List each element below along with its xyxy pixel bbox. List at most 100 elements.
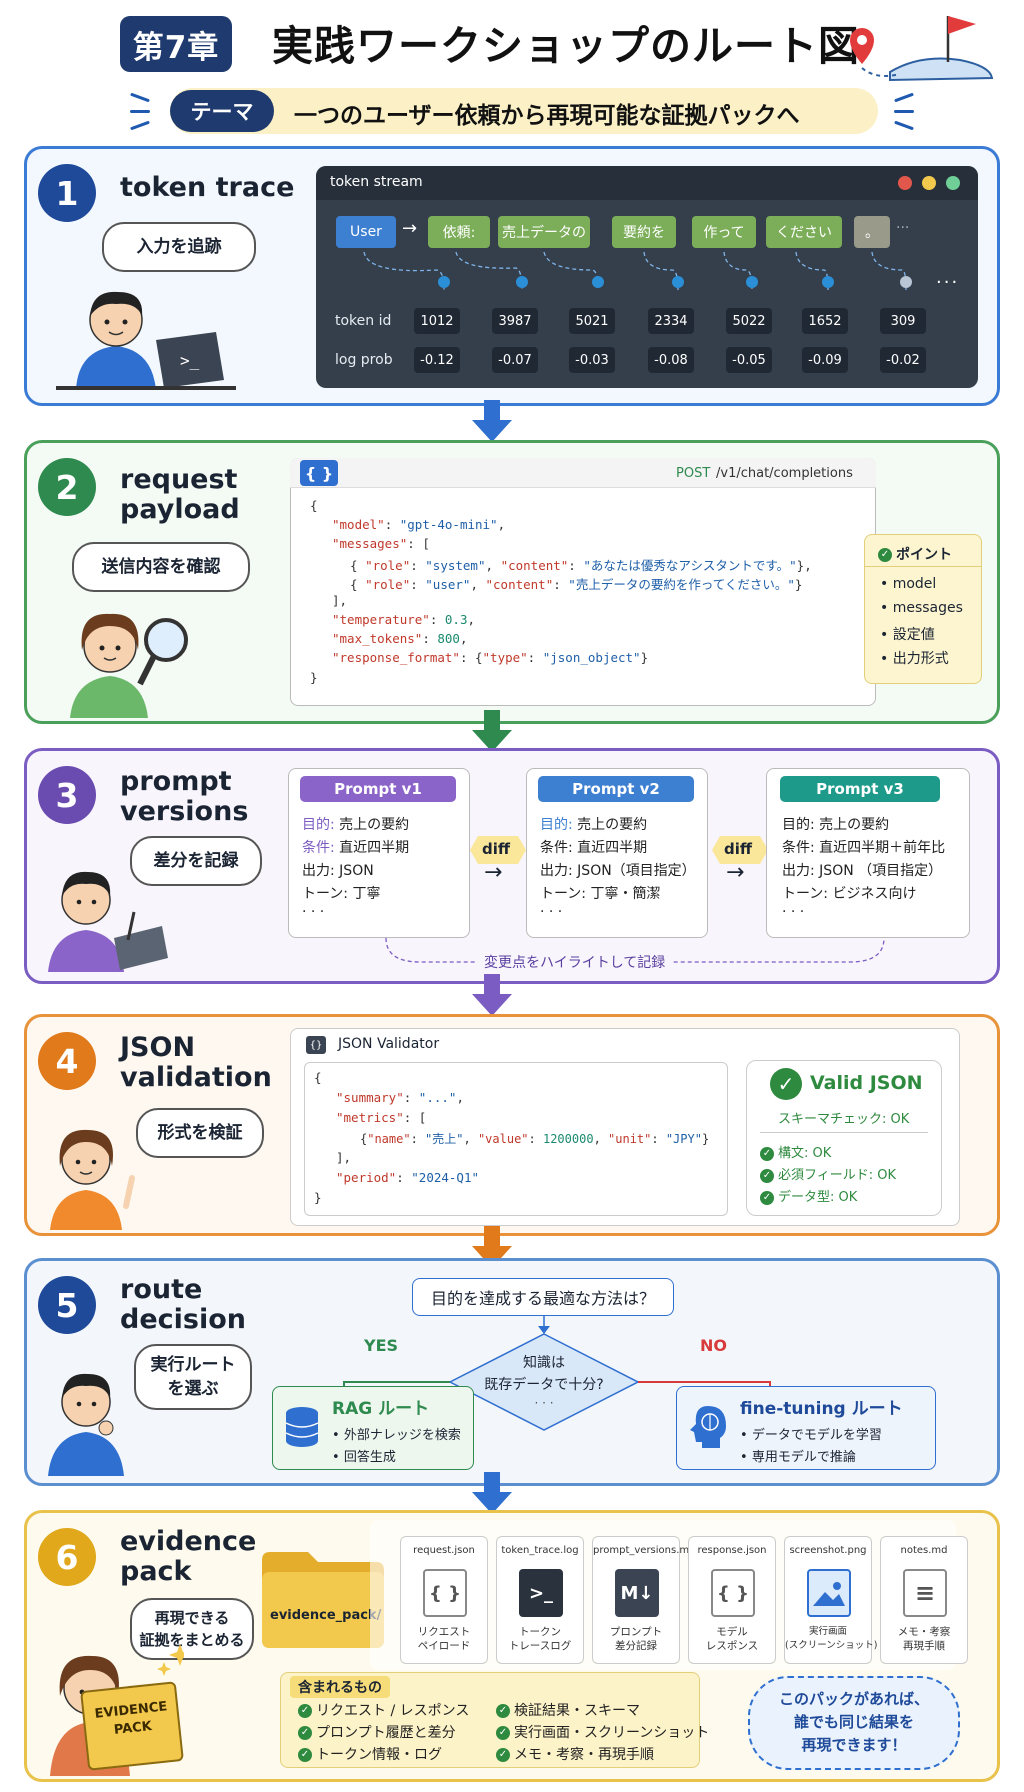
check-icon: ✓ (298, 1726, 312, 1740)
prompt-row: トーン: 丁寧 (302, 883, 380, 903)
file-card-token-trace[interactable]: token_trace.log >_ トークン トレースログ (496, 1536, 584, 1664)
endpoint-path: /v1/chat/completions (716, 466, 853, 481)
code-line: "max_tokens": 800, (332, 631, 468, 646)
diff-tag (712, 836, 768, 864)
image-icon (807, 1569, 851, 1617)
code-panel-header (290, 458, 876, 488)
minimize-dot-icon[interactable] (922, 176, 936, 190)
prompt-row: トーン: 丁寧・簡潔 (540, 883, 660, 903)
code-line: } (310, 670, 318, 685)
ft-item: • データでモデルを学習 (740, 1428, 882, 1443)
prompt-row: 条件: 直近四半期＋前年比 (782, 837, 945, 857)
braces-icon: { } (300, 460, 338, 486)
ft-item: • 専用モデルで推論 (740, 1450, 856, 1465)
file-name: request.json (413, 1545, 475, 1556)
row-value: 丁寧・簡潔 (590, 886, 661, 902)
point-text: 出力形式 (892, 651, 949, 667)
prompt-title: Prompt v3 (780, 776, 940, 802)
row-value: 売上の要約 (577, 817, 648, 833)
file-card-request[interactable]: request.json { } リクエスト ペイロード (400, 1536, 488, 1664)
code-line: { (314, 1070, 322, 1085)
schema-status: スキーマチェック: OK (778, 1112, 910, 1127)
check-circle-icon: ✓ (770, 1068, 802, 1100)
theme-badge: テーマ (170, 90, 274, 132)
rag-item: • 外部ナレッジを検索 (332, 1428, 461, 1443)
speech-bubble: 送信内容を確認 (72, 542, 250, 592)
section-title: token trace (120, 172, 295, 203)
maximize-dot-icon[interactable] (946, 176, 960, 190)
section-title-line1: request (120, 464, 238, 495)
token-node (672, 276, 684, 288)
include-text: プロンプト履歴と差分 (316, 1725, 456, 1741)
log-prob: -0.05 (726, 347, 772, 373)
divider (864, 566, 982, 567)
json-file-icon: { } (423, 1569, 467, 1617)
row-value: 直近四半期＋前年比 (819, 840, 946, 856)
rag-item: • 回答生成 (332, 1450, 396, 1465)
prompt-row: 出力: JSON （項目指定） (782, 860, 942, 880)
section-title-line1: route (120, 1274, 203, 1305)
check-text: 必須フィールド: OK (778, 1168, 897, 1183)
arrow-down-icon (472, 1226, 512, 1268)
log-prob: -0.12 (414, 347, 460, 373)
token-id: 3987 (492, 308, 538, 334)
goal-flag-icon (850, 16, 994, 82)
code-line: "period": "2024-Q1" (336, 1170, 480, 1185)
rag-route-card (272, 1386, 474, 1470)
file-card-response[interactable]: response.json { } モデル レスポンス (688, 1536, 776, 1664)
section-title-line1: prompt (120, 766, 232, 797)
file-name: notes.md (900, 1545, 948, 1556)
prompt-more: · · · (302, 904, 325, 920)
json-file-icon: { } (711, 1569, 755, 1617)
point-text: messages (892, 600, 963, 616)
svg-text:>_: >_ (180, 351, 200, 370)
file-card-screenshot[interactable]: screenshot.png 実行画面 (スクリーンショット) (784, 1536, 877, 1664)
code-line: "messages": [ (332, 536, 430, 551)
code-line: {"name": "売上", "value": 1200000, "unit":… (360, 1132, 710, 1146)
point-item: • 設定値 (880, 627, 935, 643)
row-label: 条件: (540, 840, 573, 856)
file-name: prompt_versions.md (593, 1545, 696, 1556)
prompt-row: 目的: 売上の要約 (302, 814, 409, 834)
row-label: トーン: (302, 886, 349, 902)
prompt-row: 出力: JSON (302, 860, 374, 880)
check-item: ✓構文: OK (760, 1142, 831, 1161)
arrow-down-icon (472, 710, 512, 752)
folder-icon (262, 1552, 384, 1648)
token-id-label: token id (335, 313, 392, 329)
person-pointing-icon (50, 1129, 135, 1230)
check-icon: ✓ (496, 1726, 510, 1740)
prompt-more: · · · (782, 904, 805, 920)
braces-icon: {} (306, 1036, 326, 1054)
section-title-line2: pack (120, 1556, 192, 1587)
log-prob-label: log prob (335, 352, 393, 368)
check-item: ✓ 必須フィールド: OK (760, 1164, 896, 1183)
row-value: ビジネス向け (832, 886, 917, 902)
file-caption: トークン トレースログ (508, 1626, 572, 1652)
close-dot-icon[interactable] (898, 176, 912, 190)
token-node (516, 276, 528, 288)
step-number: 6 (38, 1528, 96, 1586)
file-card-prompt-versions[interactable]: prompt_versions.md M↓ プロンプト 差分記録 (592, 1536, 696, 1664)
code-line: "response_format": {"type": "json_object… (332, 650, 649, 665)
arrow-down-icon (472, 974, 512, 1016)
step-number: 3 (38, 766, 96, 824)
check-icon: ✓ (760, 1168, 774, 1183)
point-item: • messages (880, 600, 963, 616)
file-card-notes[interactable]: notes.md ≡ メモ・考察 再現手順 (880, 1536, 968, 1664)
row-label: トーン: (540, 886, 587, 902)
ft-title: fine-tuning ルート (740, 1399, 903, 1419)
row-value: 直近四半期 (577, 840, 648, 856)
prompt-title: Prompt v1 (300, 776, 456, 802)
speech-bubble: 実行ルート を選ぶ (134, 1344, 252, 1410)
person-with-tablet-icon (48, 871, 168, 972)
arrow-down-icon (472, 1472, 512, 1514)
rag-item-text: 外部ナレッジを検索 (343, 1428, 461, 1443)
check-icon: ✓ (496, 1748, 510, 1762)
log-prob: -0.03 (569, 347, 615, 373)
code-panel (290, 458, 876, 706)
check-text: 構文: OK (778, 1146, 832, 1161)
token-id: 2334 (648, 308, 694, 334)
check-icon: ✓ (878, 548, 892, 562)
row-value: 丁寧 (352, 886, 381, 902)
